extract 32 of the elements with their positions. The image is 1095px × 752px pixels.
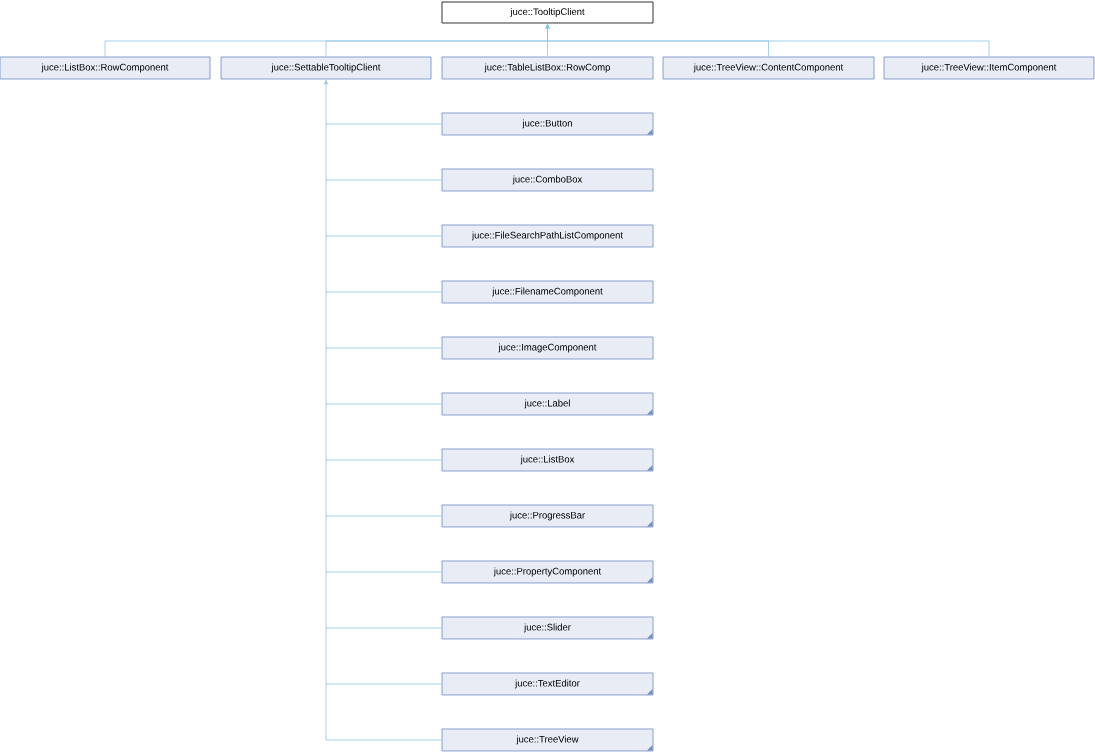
- connector-line: [325, 683, 442, 685]
- class-box: juce::TreeView: [441, 728, 654, 752]
- connector-line: [325, 291, 442, 293]
- class-box: juce::TableListBox::RowComp: [441, 56, 654, 80]
- connector-line: [325, 627, 442, 629]
- connector-line: [325, 235, 442, 237]
- connector-line: [325, 459, 442, 461]
- class-box: juce::Button: [441, 112, 654, 136]
- connector-line: [325, 123, 442, 125]
- inheritance-arrow: [324, 80, 328, 741]
- class-box: juce::FilenameComponent: [441, 280, 654, 304]
- class-box: juce::ImageComponent: [441, 336, 654, 360]
- connector-line: [325, 403, 442, 405]
- class-box: juce::TooltipClient: [441, 1, 654, 24]
- connector-line: [325, 515, 442, 517]
- class-box: juce::TreeView::ContentComponent: [662, 56, 875, 80]
- connector-line: [325, 347, 442, 349]
- class-box: juce::PropertyComponent: [441, 560, 654, 584]
- class-box: juce::FileSearchPathListComponent: [441, 224, 654, 248]
- inheritance-arrow: [545, 24, 990, 58]
- class-box: juce::ListBox: [441, 448, 654, 472]
- class-box: juce::ListBox::RowComponent: [0, 56, 211, 80]
- class-box: juce::Label: [441, 392, 654, 416]
- connector-line: [325, 571, 442, 573]
- class-box: juce::ProgressBar: [441, 504, 654, 528]
- connector-line: [325, 739, 442, 741]
- class-box: juce::TextEditor: [441, 672, 654, 696]
- class-box: juce::ComboBox: [441, 168, 654, 192]
- class-box: juce::Slider: [441, 616, 654, 640]
- class-box: juce::TreeView::ItemComponent: [883, 56, 1095, 80]
- connector-line: [325, 179, 442, 181]
- class-box: juce::SettableTooltipClient: [220, 56, 432, 80]
